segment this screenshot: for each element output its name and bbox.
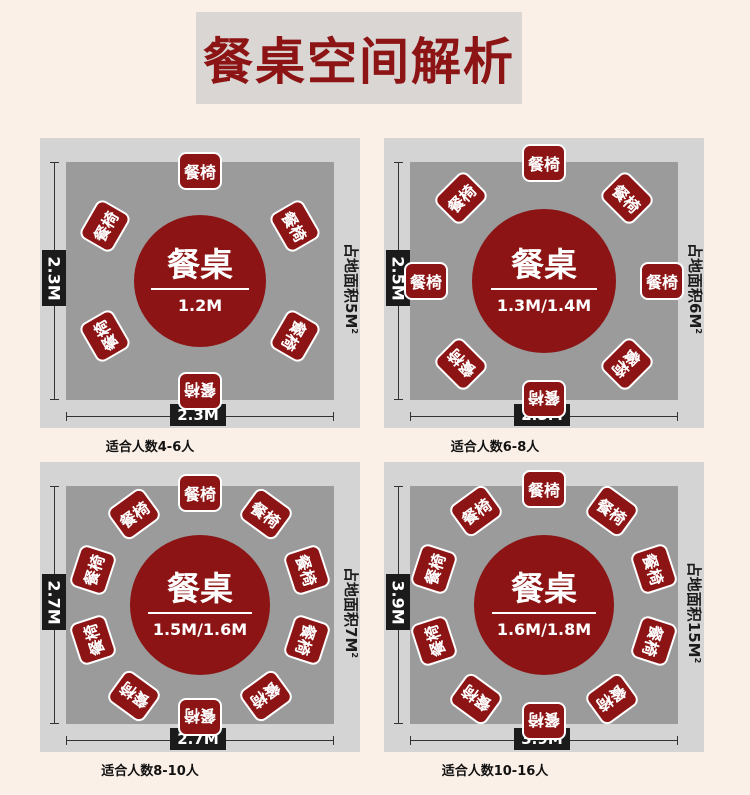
table-divider <box>148 611 252 614</box>
table-label: 餐桌 <box>167 569 233 609</box>
dining-table: 餐桌 1.2M <box>134 215 266 347</box>
table-label: 餐桌 <box>511 245 577 285</box>
table-size-label: 1.2M <box>177 295 223 315</box>
table-size-label: 1.3M/1.4M <box>496 295 592 315</box>
dining-chair: 餐椅 <box>522 380 566 418</box>
page-title: 餐桌空间解析 <box>203 32 515 91</box>
area-label: 占地面积5M2 <box>341 242 360 334</box>
dining-chair: 餐椅 <box>522 144 566 182</box>
dining-chair: 餐椅 <box>640 262 684 300</box>
dining-chair: 餐椅 <box>178 698 222 736</box>
table-divider <box>151 287 249 290</box>
table-layout-panel: 3.9M3.9M占地面积15M2餐桌1.6M/1.8M餐椅餐椅餐椅餐椅餐椅餐椅餐… <box>384 462 704 752</box>
dining-chair: 餐椅 <box>178 152 222 190</box>
dining-chair: 餐椅 <box>178 372 222 410</box>
table-size-label: 1.6M/1.8M <box>496 619 592 639</box>
table-label: 餐桌 <box>511 569 577 609</box>
area-label: 占地面积6M2 <box>685 242 704 334</box>
table-divider <box>490 287 598 290</box>
capacity-caption: 适合人数10-16人 <box>441 764 549 779</box>
room-height-label: 2.3M <box>42 250 66 306</box>
table-layout-panel: 2.5M2.5M占地面积6M2餐桌1.3M/1.4M餐椅餐椅餐椅餐椅餐椅餐椅餐椅… <box>384 138 704 428</box>
dining-chair: 餐椅 <box>522 702 566 740</box>
area-label: 占地面积15M2 <box>685 561 704 663</box>
dining-chair: 餐椅 <box>404 262 448 300</box>
room-height-label: 2.7M <box>42 574 66 630</box>
title-banner: 餐桌空间解析 <box>196 12 522 104</box>
capacity-caption: 适合人数6-8人 <box>450 440 540 455</box>
dining-table: 餐桌 1.5M/1.6M <box>130 535 270 675</box>
dining-table: 餐桌 1.3M/1.4M <box>472 209 616 353</box>
dining-table: 餐桌 1.6M/1.8M <box>474 535 614 675</box>
area-label: 占地面积7M2 <box>341 566 360 658</box>
capacity-caption: 适合人数4-6人 <box>105 440 195 455</box>
table-divider <box>492 611 596 614</box>
dining-chair: 餐椅 <box>178 474 222 512</box>
table-label: 餐桌 <box>167 245 233 285</box>
dining-chair: 餐椅 <box>522 470 566 508</box>
room-height-label: 3.9M <box>386 574 410 630</box>
capacity-caption: 适合人数8-10人 <box>101 764 199 779</box>
table-size-label: 1.5M/1.6M <box>152 619 248 639</box>
